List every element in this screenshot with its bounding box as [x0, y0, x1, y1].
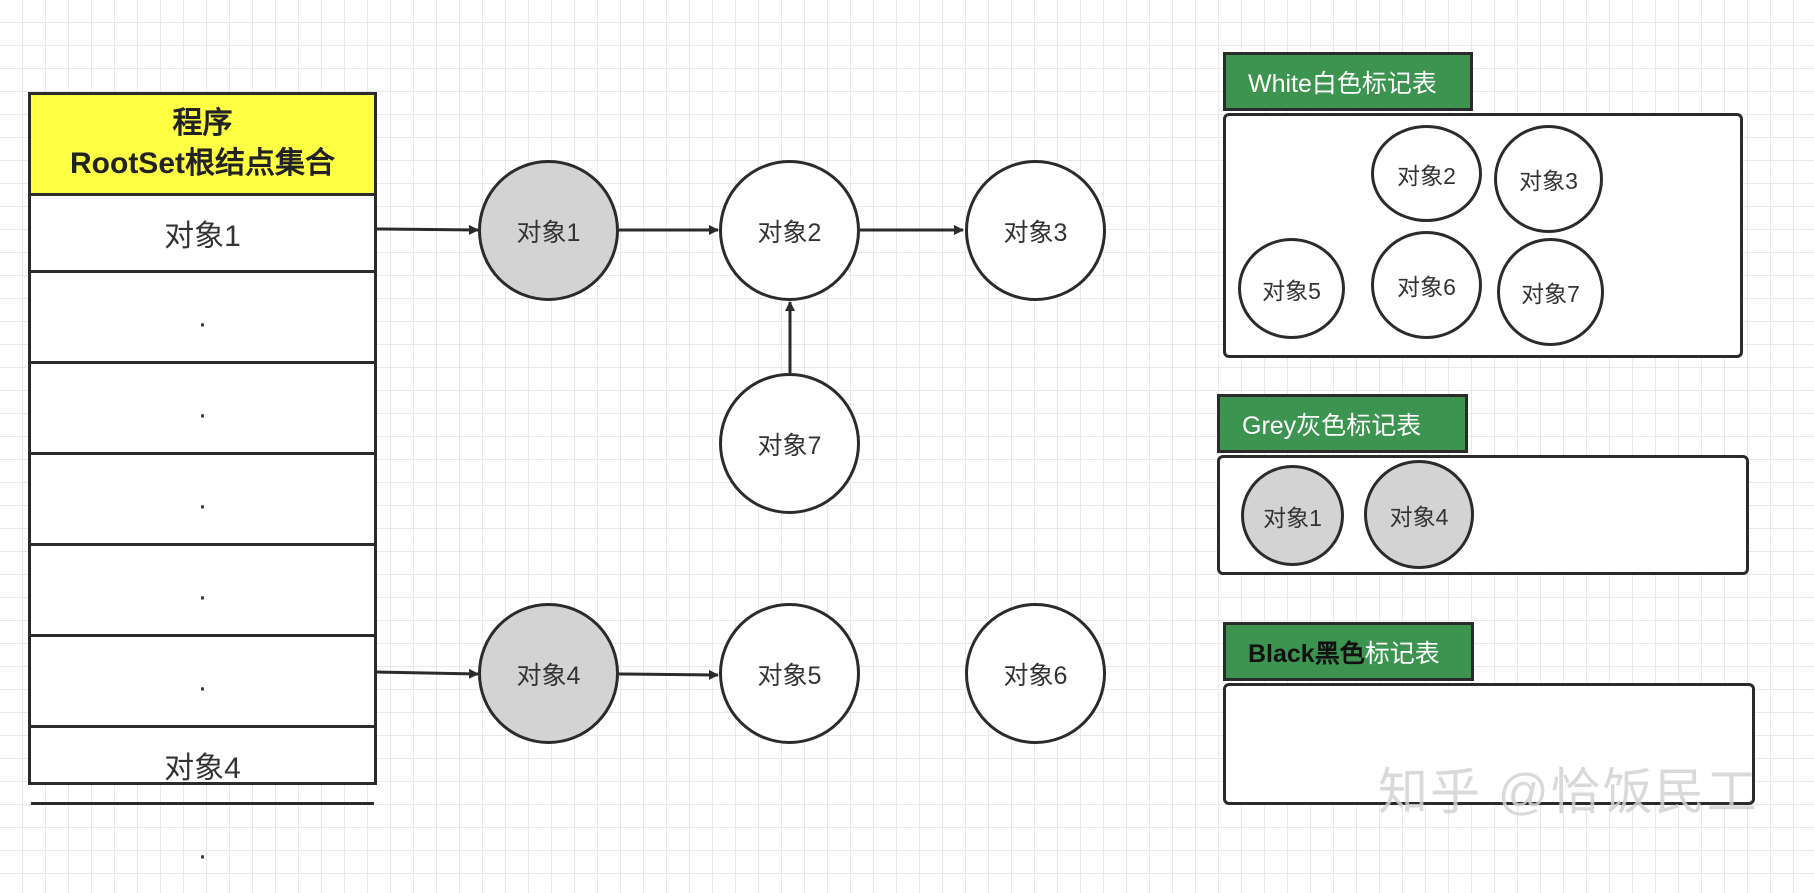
white-item-obj5: 对象5	[1238, 238, 1345, 339]
white-table-title-suffix: 标记表	[1361, 69, 1437, 98]
node-obj2: 对象2	[719, 160, 860, 301]
white-table-title: White白色	[1248, 69, 1362, 98]
node-obj7: 对象7	[719, 373, 860, 514]
black-table-title: Black黑色	[1248, 639, 1365, 668]
graph-edges	[376, 224, 964, 680]
rootset-table: 程序 RootSet根结点集合 对象1 · · · · · 对象4 ·	[28, 92, 377, 872]
grey-table-tab: Grey灰色标记表	[1217, 394, 1468, 453]
rootset-row: ·	[31, 637, 374, 728]
edge-obj4-obj5	[618, 669, 719, 680]
white-item-obj6: 对象6	[1371, 231, 1482, 339]
rootset-row: ·	[31, 273, 374, 364]
rootset-row: 对象1	[31, 196, 374, 273]
node-obj6: 对象6	[965, 603, 1106, 744]
black-table-title-suffix: 标记表	[1364, 639, 1440, 668]
grey-item-obj4: 对象4	[1364, 460, 1474, 569]
rootset-row: ·	[31, 546, 374, 637]
white-item-obj2: 对象2	[1371, 125, 1482, 222]
white-table-tab: White白色标记表	[1223, 52, 1473, 111]
edge-root-obj1	[376, 224, 479, 235]
rootset-header: 程序 RootSet根结点集合	[31, 95, 374, 196]
rootset-row: ·	[31, 455, 374, 546]
watermark: 知乎 @恰饭民工	[1378, 764, 1759, 820]
node-obj4: 对象4	[478, 603, 619, 744]
grey-table-title: Grey灰色	[1242, 411, 1347, 440]
rootset-row: ·	[31, 364, 374, 455]
rootset-header-line1: 程序	[172, 107, 233, 140]
grey-table-title-suffix: 标记表	[1346, 411, 1422, 440]
grey-item-obj1: 对象1	[1241, 465, 1344, 566]
black-table-tab: Black黑色标记表	[1223, 622, 1474, 681]
white-item-obj7: 对象7	[1497, 238, 1604, 346]
rootset-row: ·	[197, 839, 208, 872]
rootset-header-line2: RootSet根结点集合	[70, 147, 335, 180]
rootset-row: 对象4	[31, 728, 374, 805]
node-obj1: 对象1	[478, 160, 619, 301]
node-obj5: 对象5	[719, 603, 860, 744]
edge-root-obj4	[376, 668, 479, 679]
white-item-obj3: 对象3	[1494, 125, 1603, 233]
black-table-box	[1223, 683, 1755, 805]
node-obj3: 对象3	[965, 160, 1106, 301]
